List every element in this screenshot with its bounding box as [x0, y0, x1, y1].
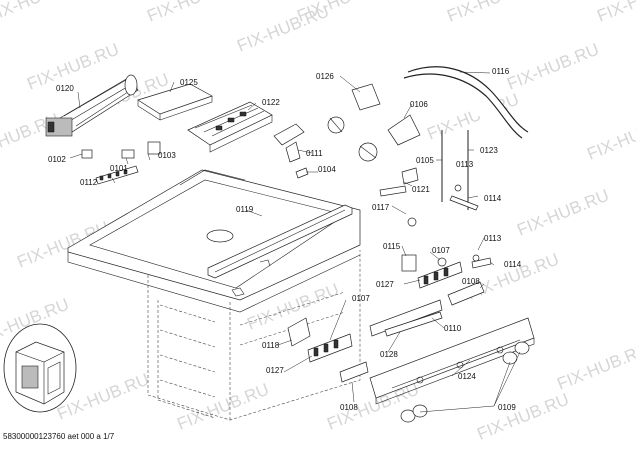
watermark-text: FIX-HUB.RU — [474, 390, 571, 444]
part-label-0127: 0127 — [266, 366, 284, 375]
leader-lines — [69, 71, 521, 413]
part-label-0125: 0125 — [180, 78, 198, 87]
part-label-0103: 0103 — [158, 151, 176, 160]
watermark-text: FIX-HUB.RU — [174, 380, 271, 434]
part-label-0117: 0117 — [372, 203, 390, 212]
part-label-0106: 0106 — [410, 100, 428, 109]
part-label-0108: 0108 — [340, 403, 358, 412]
watermark-text: FIX-HUB.RU — [504, 40, 601, 94]
part-label-0101: 0101 — [110, 164, 128, 173]
part-label-0104: 0104 — [318, 165, 336, 174]
part-label-0127: 0127 — [376, 280, 394, 289]
watermark-text: FIX-HUB.RU — [234, 2, 331, 56]
part-label-0107: 0107 — [352, 294, 370, 303]
part-label-0102: 0102 — [48, 155, 66, 164]
part-label-0112: 0112 — [80, 178, 98, 187]
watermark-text: FIX-HUB.RU — [584, 110, 636, 164]
part-label-0109: 0109 — [498, 403, 516, 412]
lower-knob-set — [287, 317, 369, 383]
part-label-0121: 0121 — [412, 185, 430, 194]
part-label-0115: 0115 — [383, 242, 401, 251]
part-label-0114: 0114 — [484, 194, 502, 203]
part-label-0120: 0120 — [56, 84, 74, 93]
part-label-0124: 0124 — [458, 372, 476, 381]
watermark-text: FIX-HUB.RU — [514, 186, 611, 240]
watermark-text: FIX-HUB.RU — [554, 340, 636, 394]
top-panel — [67, 169, 361, 313]
part-label-0113: 0113 — [456, 160, 474, 169]
part-label-0110: 0110 — [444, 324, 462, 333]
oven-thumbnail-icon — [3, 323, 77, 413]
watermark-text: FIX-HUB.RU — [444, 0, 541, 26]
part-label-0114: 0114 — [504, 260, 522, 269]
bracket — [137, 83, 213, 121]
part-label-0105: 0105 — [416, 156, 434, 165]
wire-harness — [403, 66, 529, 139]
knobs — [400, 341, 530, 423]
part-label-0122: 0122 — [262, 98, 280, 107]
part-label-0126: 0126 — [316, 72, 334, 81]
footer-code: 58300000123760 aet 000 a 1/7 — [3, 432, 115, 441]
watermark-text: FIX-HUB.RU — [144, 0, 241, 26]
part-label-0116: 0116 — [492, 67, 510, 76]
part-label-0107: 0107 — [432, 246, 450, 255]
watermark-text: FIX-HUB.RU — [0, 0, 82, 26]
terminal-parts — [81, 141, 161, 185]
part-label-0118: 0118 — [262, 341, 280, 350]
part-label-0111: 0111 — [306, 149, 323, 158]
part-label-0123: 0123 — [480, 146, 498, 155]
watermark-text: FIX-HUB.RU — [594, 0, 636, 26]
part-label-0119: 0119 — [236, 205, 254, 214]
part-label-0108: 0108 — [462, 277, 480, 286]
part-labels: 0101 0102 0103 0104 0105 0106 0107 0107 0108 0108… — [48, 67, 522, 412]
part-label-0113: 0113 — [484, 234, 502, 243]
part-label-0128: 0128 — [380, 350, 398, 359]
motors — [273, 83, 421, 179]
blower-tube — [45, 74, 139, 137]
handle-panel — [369, 299, 443, 337]
control-panel — [369, 317, 535, 405]
rods — [379, 130, 479, 227]
control-board — [187, 101, 273, 153]
